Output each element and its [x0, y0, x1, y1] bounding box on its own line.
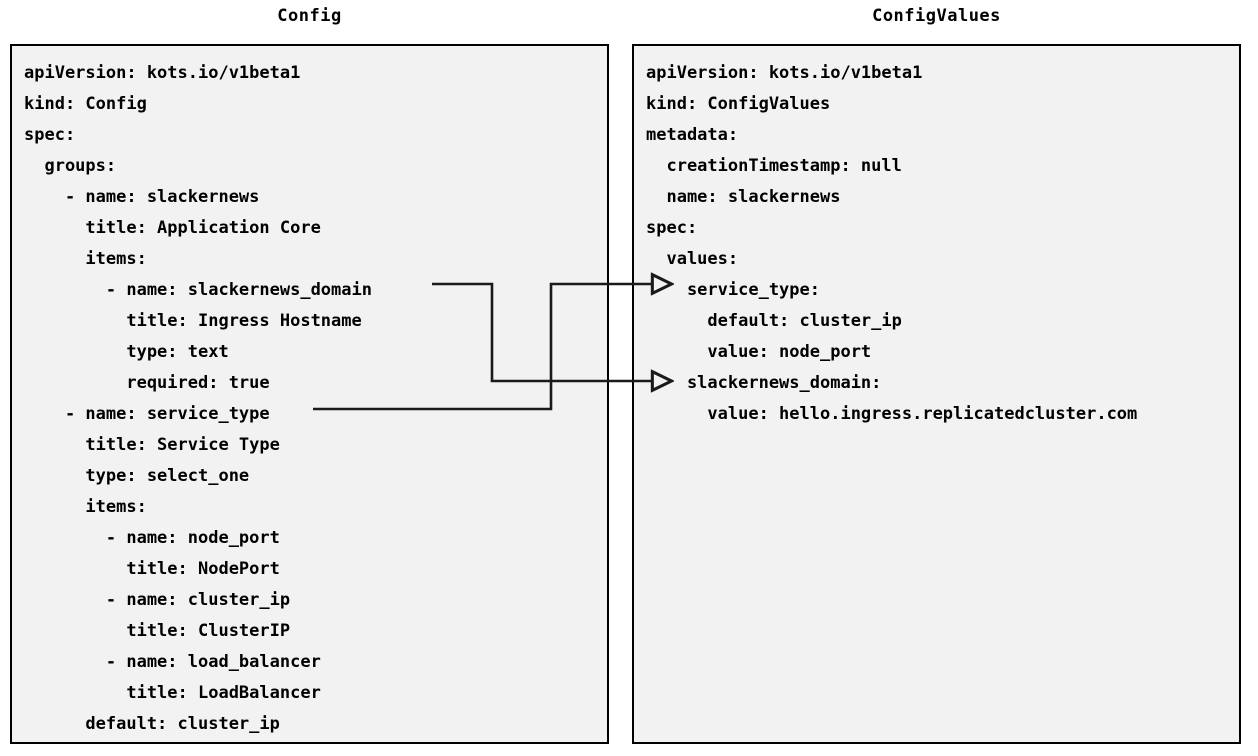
yaml-line: title: NodePort: [24, 559, 280, 579]
yaml-line: default: cluster_ip: [646, 311, 902, 331]
configvalues-panel-title: ConfigValues: [872, 6, 1001, 26]
yaml-line: value: node_port: [646, 342, 872, 362]
yaml-line: name: slackernews: [646, 187, 841, 207]
yaml-line: items:: [24, 497, 147, 517]
yaml-line: kind: Config: [24, 94, 147, 114]
yaml-line: - name: service_type: [24, 404, 270, 424]
config-yaml-body: apiVersion: kots.io/v1beta1 kind: Config s…: [12, 46, 372, 740]
yaml-line: default: cluster_ip: [24, 714, 280, 734]
yaml-line: items:: [24, 249, 147, 269]
yaml-line: - name: slackernews_domain: [24, 280, 372, 300]
config-yaml-panel: apiVersion: kots.io/v1beta1 kind: Config s…: [10, 44, 609, 744]
yaml-line: groups:: [24, 156, 117, 176]
yaml-line: title: ClusterIP: [24, 621, 291, 641]
yaml-line: apiVersion: kots.io/v1beta1: [24, 63, 301, 83]
yaml-line: spec:: [24, 125, 76, 145]
yaml-line: required: true: [24, 373, 270, 393]
configvalues-yaml-body: apiVersion: kots.io/v1beta1 kind: ConfigV…: [634, 46, 1137, 430]
configvalues-yaml-panel: apiVersion: kots.io/v1beta1 kind: ConfigV…: [632, 44, 1241, 744]
yaml-line: apiVersion: kots.io/v1beta1: [646, 63, 923, 83]
yaml-line: title: Ingress Hostname: [24, 311, 362, 331]
yaml-line: title: Service Type: [24, 435, 280, 455]
yaml-line: creationTimestamp: null: [646, 156, 902, 176]
yaml-line: title: LoadBalancer: [24, 683, 321, 703]
yaml-line: metadata:: [646, 125, 739, 145]
yaml-line: service_type:: [646, 280, 820, 300]
yaml-line: - name: cluster_ip: [24, 590, 291, 610]
yaml-line: title: Application Core: [24, 218, 321, 238]
yaml-line: spec:: [646, 218, 698, 238]
yaml-line: values:: [646, 249, 739, 269]
yaml-line: type: text: [24, 342, 229, 362]
yaml-line: type: select_one: [24, 466, 250, 486]
yaml-line: slackernews_domain:: [646, 373, 882, 393]
config-panel-title: Config: [277, 6, 342, 26]
yaml-line: - name: node_port: [24, 528, 280, 548]
yaml-line: - name: load_balancer: [24, 652, 321, 672]
yaml-line: kind: ConfigValues: [646, 94, 831, 114]
yaml-line: value: hello.ingress.replicatedcluster.c…: [646, 404, 1138, 424]
yaml-line: - name: slackernews: [24, 187, 260, 207]
